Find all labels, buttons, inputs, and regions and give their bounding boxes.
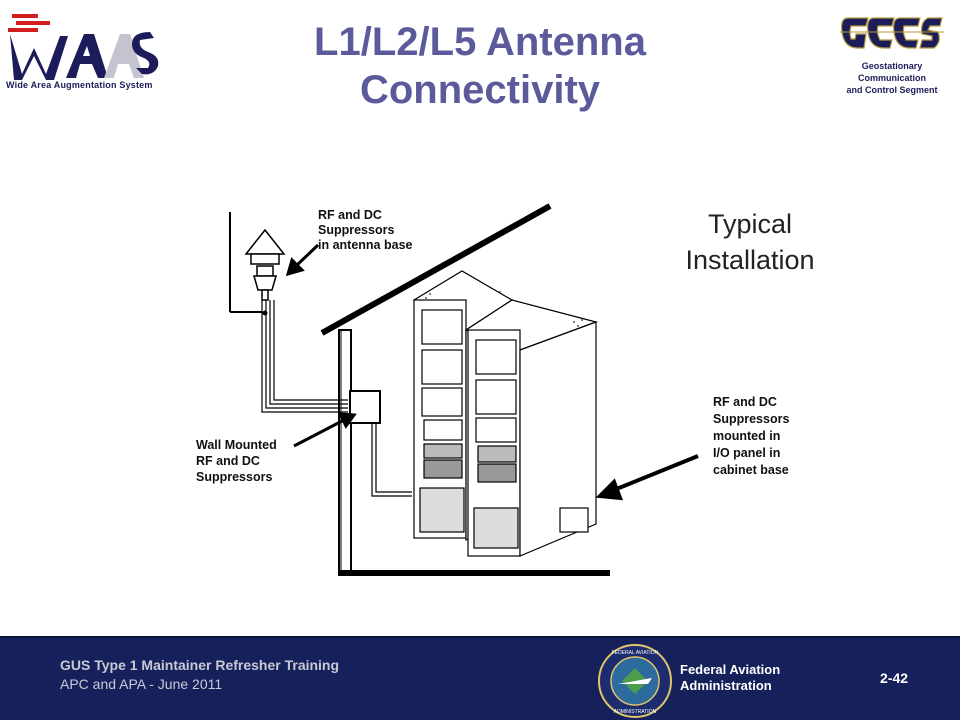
equipment-cabinet-right [464,299,598,557]
label-wall-mounted-suppressors: Wall Mounted RF and DC Suppressors [196,438,277,484]
arrow-to-antenna-base [285,243,320,277]
faa-name: Federal Aviation Administration [680,662,781,693]
course-dates: APC and APA - June 2011 [60,676,223,692]
gccs-caption: Geostationary Communication and Control … [846,61,938,95]
arrow-to-cabinet-base [595,454,699,501]
waas-caption: Wide Area Augmentation System [6,80,153,90]
wall-to-cabinet-cables [371,423,412,497]
course-title: GUS Type 1 Maintainer Refresher Training [60,657,340,673]
antenna-cables [261,300,348,413]
label-cabinet-base-suppressors: RF and DC Suppressors mounted in I/O pan… [713,395,790,477]
arrow-to-wall-box [293,412,357,448]
label-antenna-base-suppressors: RF and DC Suppressors in antenna base [318,208,413,252]
antenna-installation-diagram [229,203,699,576]
typical-installation-heading: Typical Installation [685,209,815,275]
footer-divider [0,636,960,638]
roof-line [320,203,552,336]
page-title: L1/L2/L5 Antenna Connectivity [314,20,646,112]
faa-seal-bottom-text: ADMINISTRATION [614,709,657,715]
antenna [244,228,286,301]
gccs-logo [840,17,944,49]
waas-logo [8,14,159,80]
faa-seal-top-text: FEDERAL AVIATION [612,650,659,656]
faa-seal-logo: FEDERAL AVIATION ADMINISTRATION [598,644,672,718]
footer-bar [0,637,960,720]
page-number: 2-42 [880,670,909,686]
wall-suppressor-box [349,390,381,424]
